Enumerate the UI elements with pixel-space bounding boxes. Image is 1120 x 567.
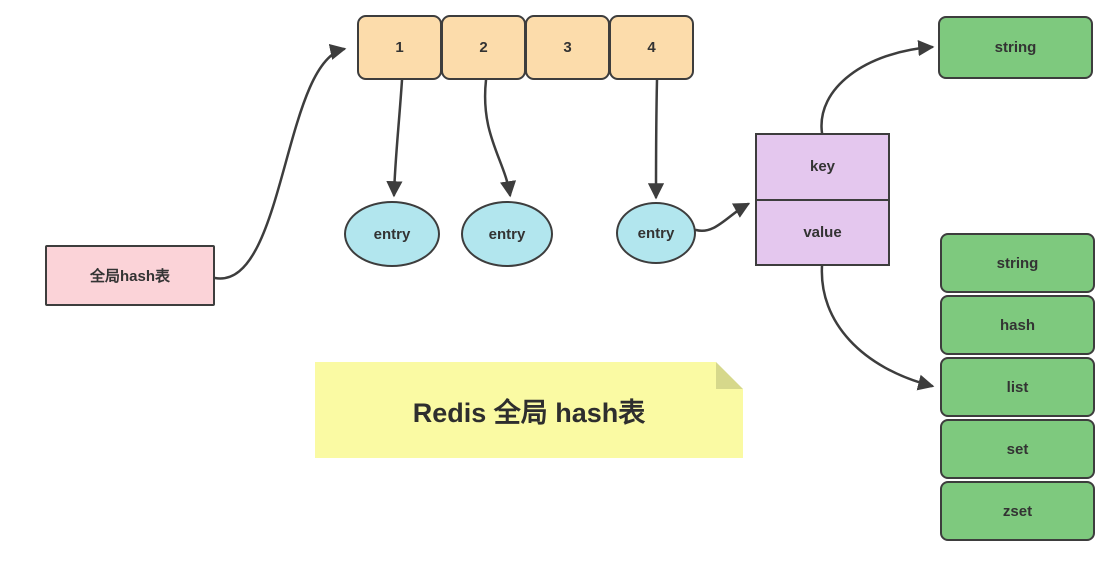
folded-corner-icon [716, 362, 743, 389]
type-list: list [940, 357, 1095, 417]
arrow-bucket2-to-entry2 [483, 78, 517, 198]
global-hash-table-node: 全局hash表 [45, 245, 215, 306]
bucket-4: 4 [609, 15, 694, 80]
type-string: string [940, 233, 1095, 293]
arrow-key-to-string [820, 39, 935, 135]
sticky-note: Redis 全局 hash表 [315, 362, 743, 458]
key-cell: key [757, 135, 888, 201]
type-hash: hash [940, 295, 1095, 355]
entry-node-3: entry [616, 202, 696, 264]
entry-node-1: entry [344, 201, 440, 267]
arrow-bucket4-to-entry3 [647, 78, 665, 200]
bucket-array: 1 2 3 4 [357, 15, 694, 80]
value-cell: value [803, 223, 842, 241]
arrow-entry3-to-keyvalue [694, 202, 751, 233]
bucket-3: 3 [525, 15, 610, 80]
string-type-node: string [938, 16, 1093, 79]
arrow-global-to-bucket1 [213, 43, 347, 280]
value-type-list: string hash list set zset [940, 233, 1095, 543]
type-zset: zset [940, 481, 1095, 541]
key-value-node: key value [755, 133, 890, 266]
bucket-2: 2 [441, 15, 526, 80]
arrow-value-to-list [820, 264, 935, 391]
type-set: set [940, 419, 1095, 479]
arrow-bucket1-to-entry1 [386, 78, 404, 198]
bucket-1: 1 [357, 15, 442, 80]
entry-node-2: entry [461, 201, 553, 267]
note-title: Redis 全局 hash表 [412, 397, 646, 428]
